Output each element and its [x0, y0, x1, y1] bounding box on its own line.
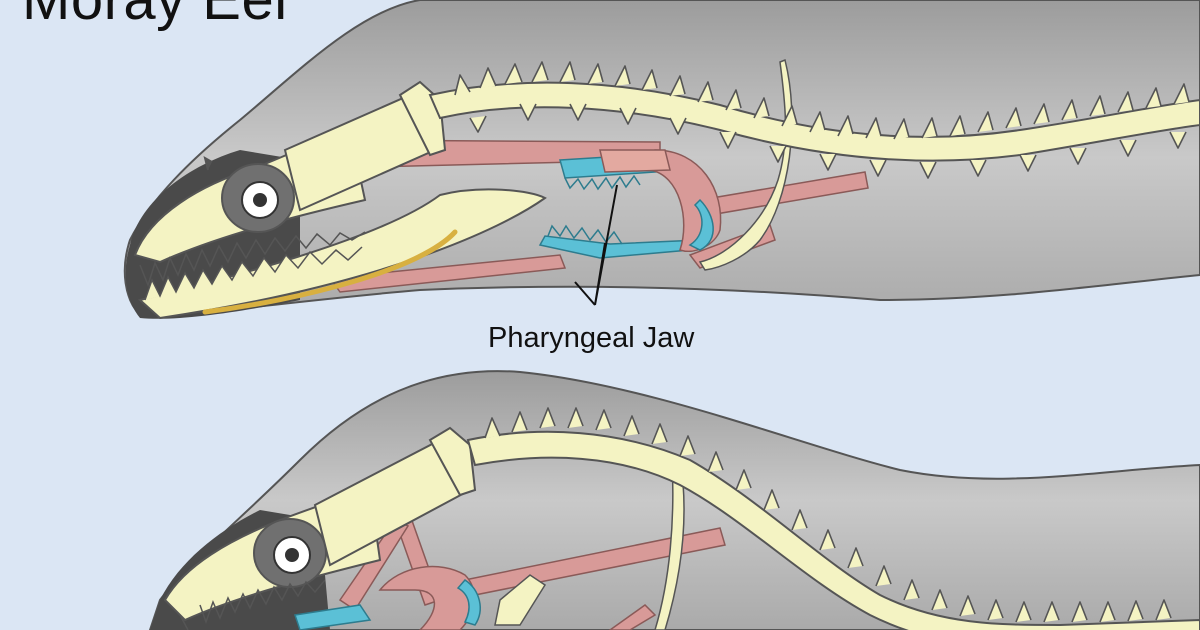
bottom-upper-teeth: [179, 579, 326, 630]
bottom-pharyngeal-jaw: [294, 604, 372, 630]
top-spine-processes: [454, 61, 1190, 140]
top-upper-teeth: [139, 231, 366, 288]
top-eel: [123, 0, 1200, 320]
bottom-skull-bone-end: [428, 426, 477, 497]
top-spine: [428, 81, 1200, 162]
top-pharyngeal-cartilage: [599, 149, 671, 173]
top-pointer-lines: [574, 184, 618, 306]
bottom-lower-jaw-piece: [494, 574, 547, 626]
top-jaw-cartilage: [202, 229, 458, 315]
diagram-title: Moray Eel: [22, 0, 288, 33]
bottom-pupil: [285, 548, 299, 562]
bottom-pharyngeal-blue-arch: [456, 579, 481, 626]
bottom-pectoral-girdle: [654, 457, 685, 630]
bottom-rear-muscle: [608, 604, 657, 630]
top-pharyngeal-teeth-upper: [564, 174, 641, 191]
top-pharyngeal-blue-arch: [688, 198, 714, 251]
top-spine-lower-processes: [469, 103, 1187, 179]
top-pharyngeal-teeth-lower: [547, 224, 623, 245]
pharyngeal-jaw-label: Pharyngeal Jaw: [488, 322, 695, 354]
bottom-eel: [148, 370, 1200, 630]
top-nostril: [203, 155, 213, 171]
bottom-spine: [466, 430, 1200, 630]
bottom-spine-processes: [484, 407, 1172, 623]
top-lower-teeth: [144, 246, 363, 301]
top-pupil: [253, 193, 267, 207]
